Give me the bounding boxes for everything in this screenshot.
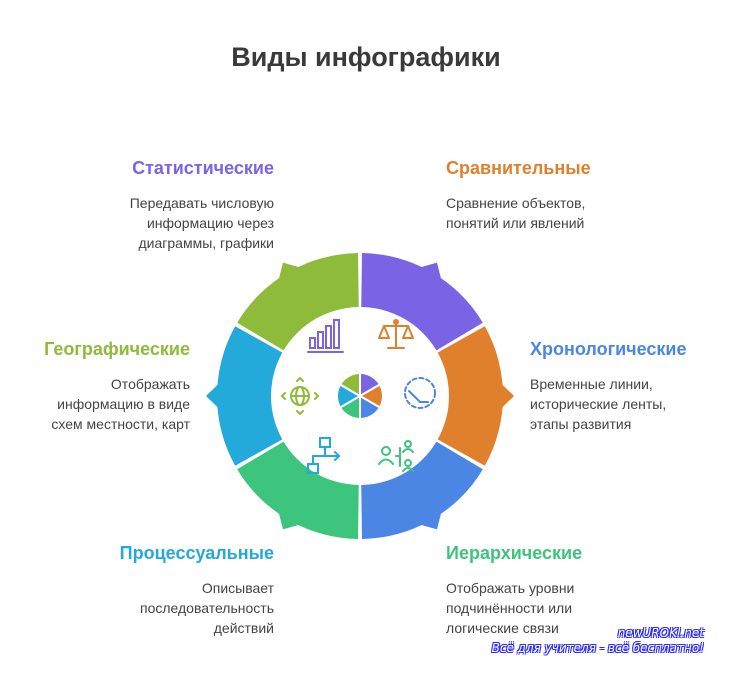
- ring-segment-geographic: [237, 253, 359, 351]
- watermark-line-1: newUROKI.net: [617, 626, 704, 640]
- label-statistical: Статистические: [132, 158, 274, 178]
- watermark-line-2: Всё для учителя - всё бесплатно!: [491, 641, 704, 655]
- ring-segment-comparative: [437, 326, 503, 466]
- desc-statistical: Передавать числовую информацию через диа…: [129, 195, 274, 251]
- bar-chart-icon: [307, 319, 344, 353]
- globe-icon: [280, 376, 320, 416]
- ring-segment-chronological: [361, 441, 483, 539]
- watermark: newUROKI.net Всё для учителя - всё беспл…: [492, 626, 704, 656]
- ring-segment-hierarchical: [237, 441, 359, 539]
- ring-pointer-comparative: [501, 383, 514, 409]
- page-title: Виды инфографики: [231, 42, 501, 72]
- label-chronological: Хронологические: [530, 339, 687, 359]
- ring-pointer-chronological: [420, 512, 442, 530]
- desc-procedural: Описывает последовательность действий: [140, 580, 274, 636]
- ring-pointer-statistical: [420, 262, 442, 280]
- ring-pointer-hierarchical: [278, 512, 300, 530]
- pie-slice-geographic: [338, 371, 361, 398]
- block-procedural: Процессуальные Описывает последовательно…: [24, 543, 274, 638]
- block-geographic: Географические Отображать информацию в в…: [0, 339, 190, 434]
- org-chart-icon: [378, 440, 414, 472]
- center-pie: [336, 371, 384, 421]
- label-hierarchical: Иерархические: [446, 543, 583, 563]
- desc-hierarchical: Отображать уровни подчинённости или логи…: [446, 580, 575, 636]
- block-chronological: Хронологические Временные линии, историч…: [530, 339, 732, 434]
- label-procedural: Процессуальные: [119, 543, 274, 563]
- scales-icon: [378, 319, 414, 349]
- desc-geographic: Отображать информацию в виде схем местно…: [51, 376, 190, 432]
- clock-icon: [404, 377, 436, 409]
- ring-pointer-procedural: [206, 383, 219, 409]
- label-comparative: Сравнительные: [446, 158, 591, 178]
- block-comparative: Сравнительные Сравнение объектов, поняти…: [446, 158, 696, 233]
- label-geographic: Географические: [44, 339, 190, 359]
- desc-chronological: Временные линии, исторические ленты, эта…: [530, 376, 667, 432]
- ring-segment-procedural: [217, 326, 283, 466]
- ring: [206, 253, 514, 539]
- flowchart-icon: [307, 437, 341, 474]
- ring-pointer-geographic: [278, 262, 300, 280]
- ring-segment-statistical: [361, 253, 483, 351]
- desc-comparative: Сравнение объектов, понятий или явлений: [446, 195, 586, 231]
- block-hierarchical: Иерархические Отображать уровни подчинён…: [446, 543, 696, 638]
- block-statistical: Статистические Передавать числовую инфор…: [24, 158, 274, 253]
